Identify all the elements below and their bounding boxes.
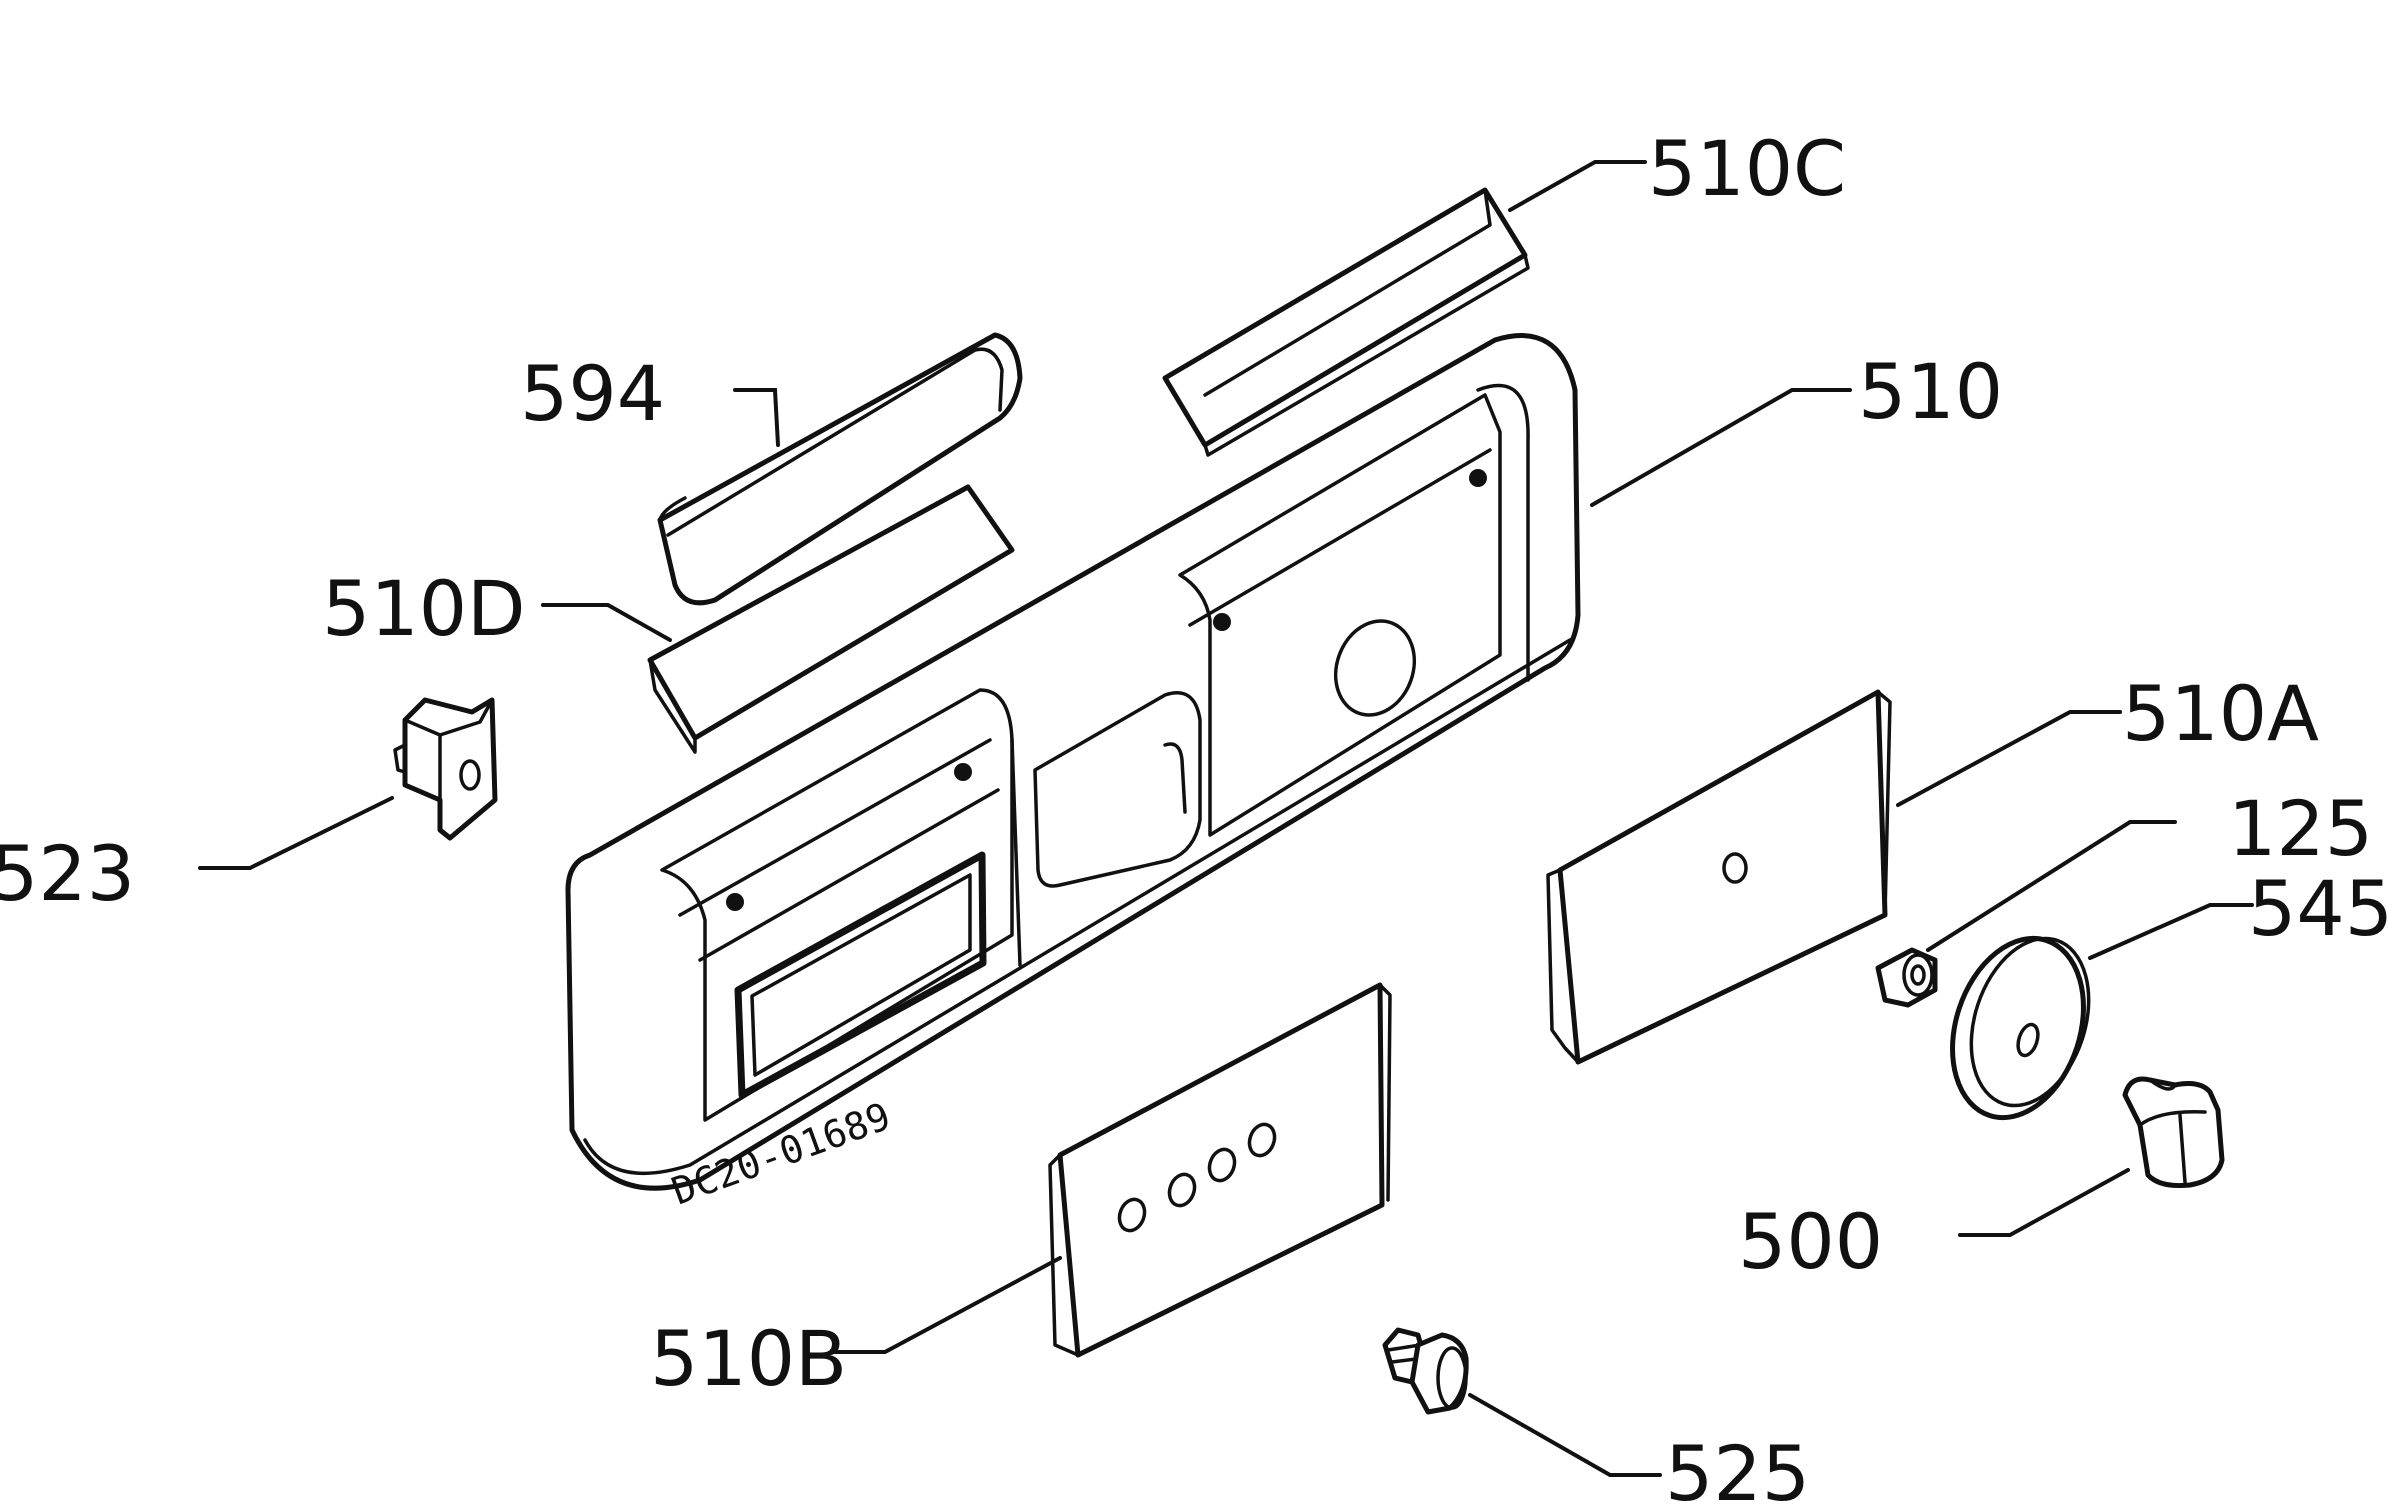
clip-523 [393, 697, 498, 841]
panel-510a [1546, 689, 1892, 1065]
leader-125 [1926, 820, 2177, 952]
leader-594 [733, 388, 780, 447]
label-125: 125 [2228, 784, 2373, 873]
label-510c: 510C [1648, 124, 1846, 213]
leader-545 [2088, 903, 2254, 960]
leader-510d [541, 603, 672, 642]
label-510a: 510A [2122, 669, 2319, 758]
spindle-125 [1875, 947, 1938, 1008]
bulb-525 [1382, 1327, 1469, 1415]
label-594: 594 [520, 349, 665, 438]
leader-525 [1468, 1393, 1662, 1477]
light-pipe-594 [657, 332, 1023, 606]
panel-510b [1048, 982, 1392, 1358]
control-panel-510: DC20-01689 [565, 333, 1581, 1213]
label-525: 525 [1665, 1429, 1810, 1504]
leader-510c [1508, 160, 1647, 212]
cover-strip-510d [647, 484, 1015, 754]
label-545: 545 [2248, 864, 2393, 953]
ring-545 [1950, 935, 2091, 1121]
label-510: 510 [1858, 347, 2003, 436]
part-labels: 510C 594 510 510D 523 510A 125 545 500 5… [0, 124, 2393, 1504]
label-510b: 510B [650, 1314, 847, 1403]
cover-strip-510c [1162, 187, 1530, 457]
knob-500 [2122, 1076, 2225, 1188]
label-523: 523 [0, 829, 135, 918]
leader-523 [198, 796, 394, 870]
leader-510 [1590, 388, 1852, 507]
label-510d: 510D [322, 564, 526, 653]
leader-500 [1958, 1168, 2130, 1237]
label-500: 500 [1738, 1197, 1883, 1286]
leader-510a [1896, 710, 2122, 807]
leader-lines [198, 160, 2254, 1477]
leader-510b [833, 1256, 1062, 1354]
